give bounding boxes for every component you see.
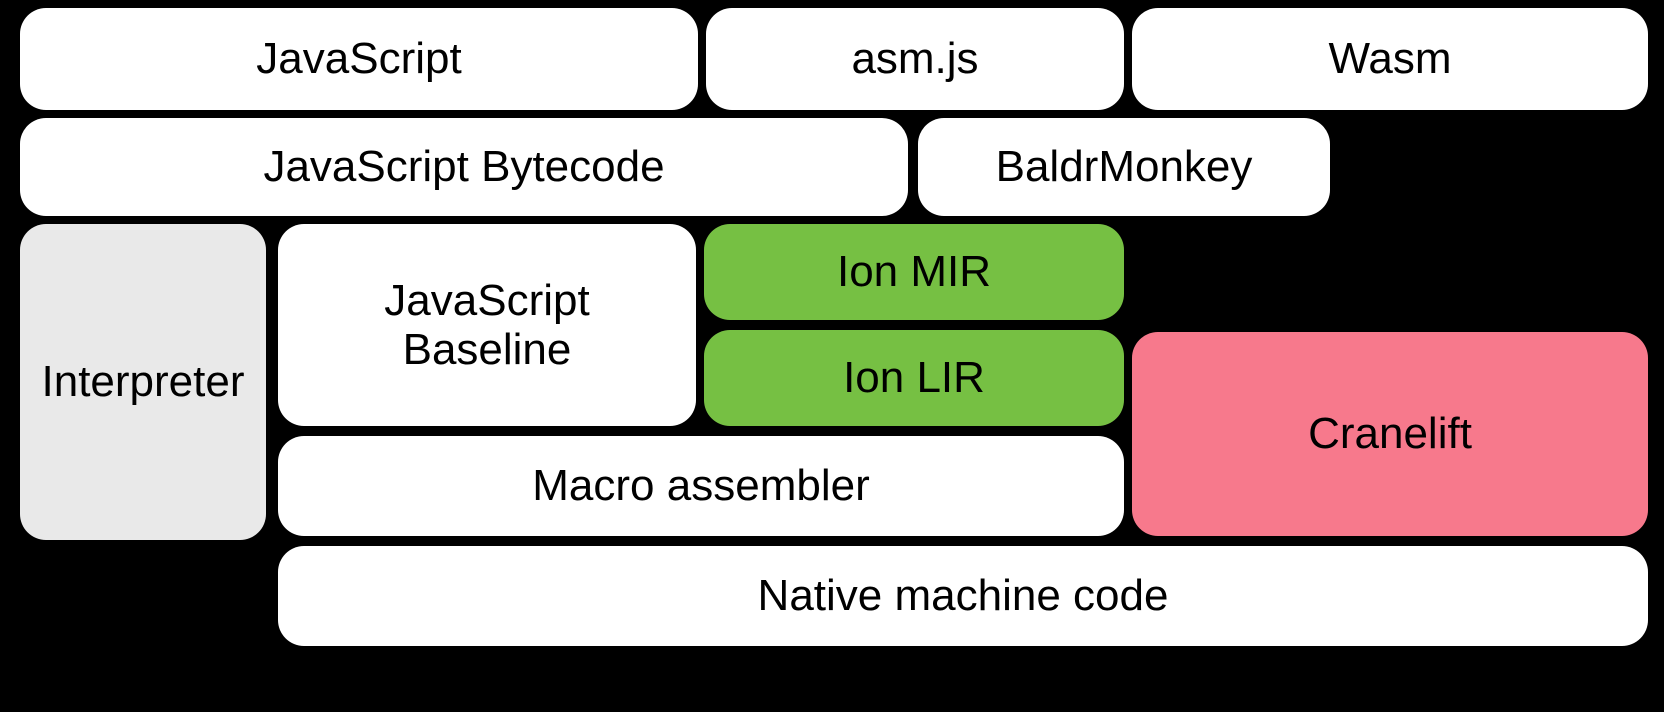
node-wasm[interactable]: Wasm [1132, 8, 1648, 110]
node-javascript[interactable]: JavaScript [20, 8, 698, 110]
node-asmjs[interactable]: asm.js [706, 8, 1124, 110]
node-macro-assembler[interactable]: Macro assembler [278, 436, 1124, 536]
node-javascript-baseline[interactable]: JavaScript Baseline [278, 224, 696, 426]
node-javascript-bytecode[interactable]: JavaScript Bytecode [20, 118, 908, 216]
node-cranelift[interactable]: Cranelift [1132, 332, 1648, 536]
node-ion-mir[interactable]: Ion MIR [704, 224, 1124, 320]
node-ion-lir[interactable]: Ion LIR [704, 330, 1124, 426]
node-native-machine-code[interactable]: Native machine code [278, 546, 1648, 646]
node-interpreter[interactable]: Interpreter [20, 224, 266, 540]
node-baldrmonkey[interactable]: BaldrMonkey [918, 118, 1330, 216]
